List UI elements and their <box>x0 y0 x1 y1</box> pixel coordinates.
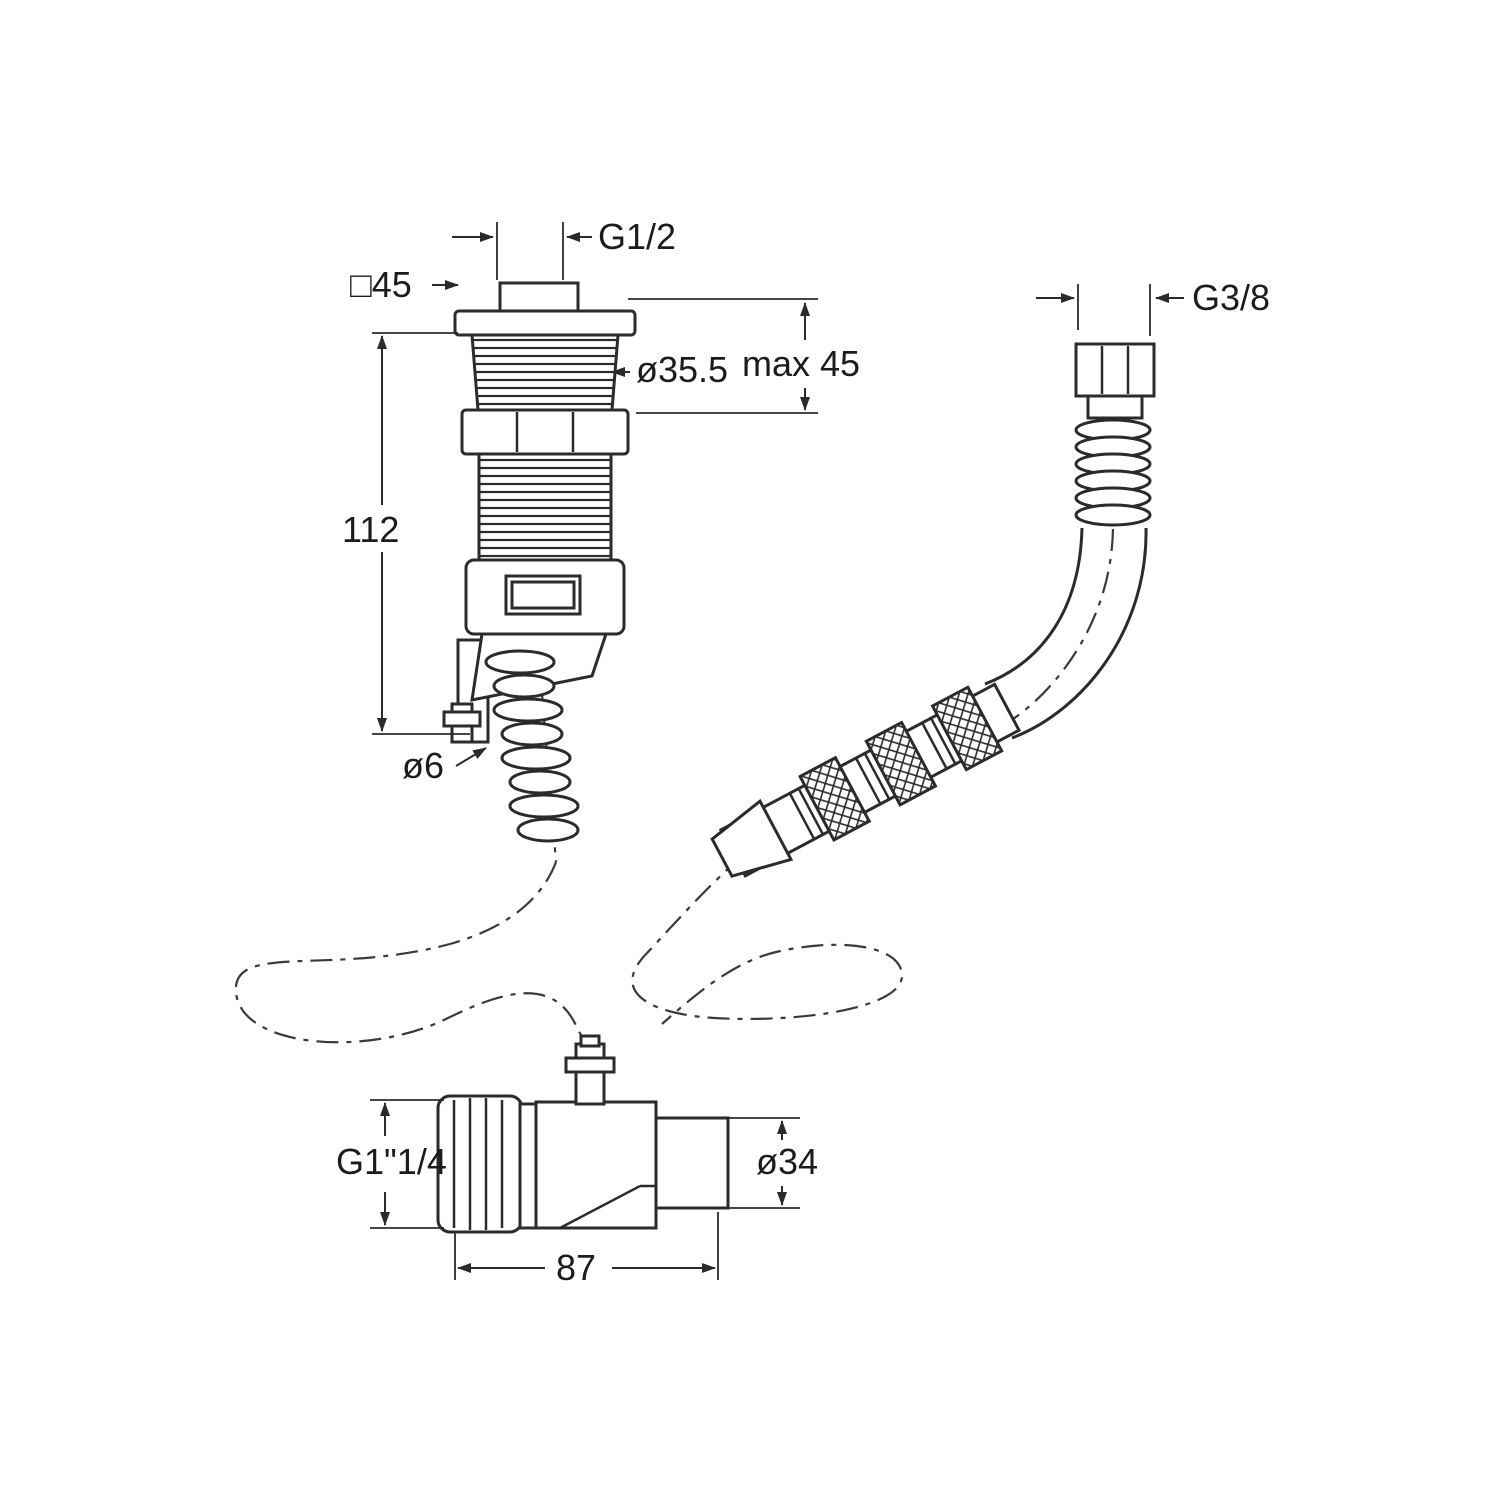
label-body-length: 87 <box>556 1247 596 1288</box>
label-thread-top: G1/2 <box>598 216 676 257</box>
bellows-rib <box>500 745 572 771</box>
label-body-diameter: ø34 <box>756 1141 818 1182</box>
top-barb-cross <box>564 1056 616 1074</box>
ribbed-hose-section <box>710 682 1022 878</box>
flange-washer <box>518 1102 538 1230</box>
hose-connector-nut <box>1074 342 1156 398</box>
label-nut-thread: G1"1/4 <box>336 1141 447 1182</box>
top-barb-stem <box>574 1042 606 1106</box>
hose-sleeve-hatched <box>864 720 938 807</box>
spring-coil <box>1074 503 1152 527</box>
body-window-inner <box>510 580 576 610</box>
label-supply-thread: G3/8 <box>1192 277 1270 318</box>
right-loop-centerline <box>631 855 904 1025</box>
top-barb-tip <box>579 1034 601 1048</box>
dimension-lines <box>370 222 1184 1280</box>
threaded-shaft <box>477 452 613 562</box>
tube-rib-line <box>921 723 948 769</box>
outlet-cylinder <box>654 1116 730 1210</box>
tube-rib-line <box>797 788 824 835</box>
tube-rib-line <box>855 758 882 804</box>
flexible-hose-assembly <box>710 342 1156 878</box>
bellows-rib <box>500 721 564 747</box>
tube-rib-line <box>789 793 815 839</box>
label-shaft-length: 112 <box>342 509 399 550</box>
ring-nut <box>436 1094 524 1234</box>
tube-rib-line <box>864 753 890 799</box>
label-square-flange: □45 <box>350 264 412 305</box>
bellows-rib <box>492 673 556 699</box>
hose-curve-outer <box>984 527 1084 686</box>
left-loop-centerline <box>234 861 589 1047</box>
bellows-rib <box>508 769 572 795</box>
bottom-valve-body <box>436 1034 730 1234</box>
label-max-thickness: max 45 <box>742 343 860 384</box>
label-collar-diameter: ø35.5 <box>636 349 728 390</box>
threaded-collar <box>470 333 620 412</box>
tube-rib-line <box>930 718 957 764</box>
barb-fitting-cross <box>442 710 482 728</box>
hose-curve-inner <box>1011 527 1148 740</box>
bellows-rib <box>508 793 580 819</box>
mounting-nut <box>460 408 630 456</box>
push-button-cap <box>498 281 580 313</box>
top-flange <box>453 309 637 337</box>
hose-sleeve-hatched <box>930 685 1004 772</box>
bellows-rib <box>484 649 556 675</box>
hose-tip <box>710 798 794 878</box>
body-notch-diagonal <box>559 1184 641 1230</box>
top-valve-assembly <box>442 281 637 843</box>
dimension-labels: G1/2 □45 ø35.5 max 45 112 ø6 G3/8 G1"1/4… <box>336 216 1270 1288</box>
bellows-rib <box>516 817 580 843</box>
hose-collar <box>1086 394 1144 420</box>
label-hose-barb-diameter: ø6 <box>402 745 444 786</box>
bellows-rib <box>492 697 564 723</box>
hose-sleeve-hatched <box>798 755 872 843</box>
